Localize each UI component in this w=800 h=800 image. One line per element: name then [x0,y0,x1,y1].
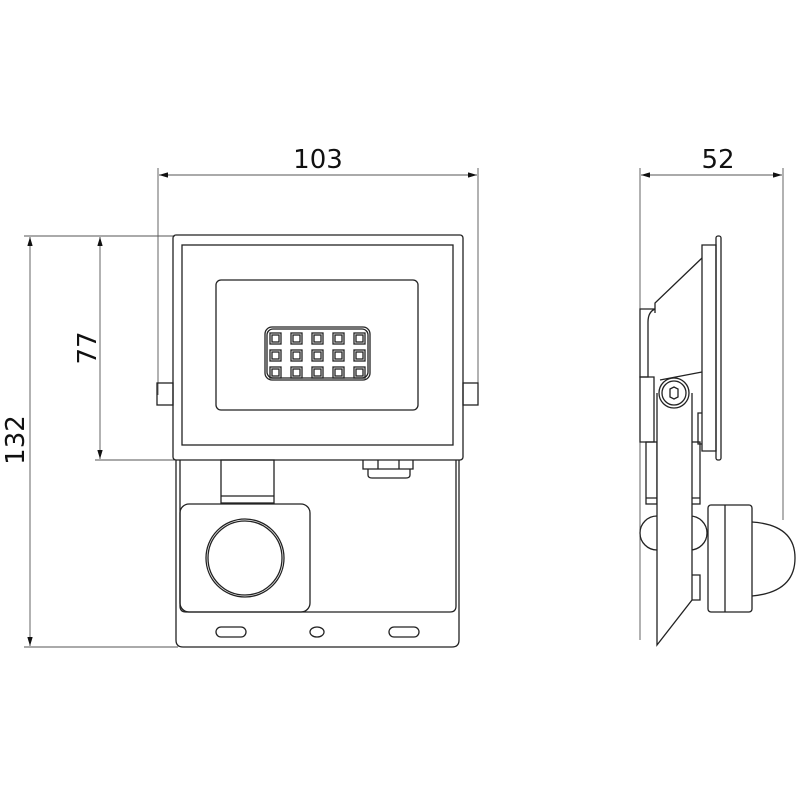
led-chip [311,366,324,379]
led-chip [290,349,303,362]
led-chip [355,334,364,343]
dimension-head-height: 77 [73,237,178,461]
led-chip [313,334,322,343]
led-chip [334,368,343,377]
led-chip [332,332,345,345]
dimension-width-label: 103 [293,145,343,175]
led-chip [311,349,324,362]
led-chip [290,366,303,379]
front-view [156,234,479,648]
led-chip [332,366,345,379]
led-chip [353,332,366,345]
led-chip [269,349,282,362]
led-chip [355,368,364,377]
led-chip [332,349,345,362]
led-chip [334,351,343,360]
led-chip [311,332,324,345]
dimension-total-height: 132 [1,235,178,648]
led-chip [269,332,282,345]
led-chip [292,368,301,377]
led-chip [355,351,364,360]
led-chip [290,332,303,345]
led-chip [271,351,280,360]
led-chip [353,366,366,379]
dimension-depth: 52 [639,145,784,640]
led-chip [334,334,343,343]
led-chip [271,334,280,343]
led-chip [292,334,301,343]
led-chip [269,366,282,379]
led-chip [313,351,322,360]
led-chip [292,351,301,360]
led-chip [271,368,280,377]
dimension-head-height-label: 77 [73,331,103,364]
side-view [639,235,796,647]
dimension-depth-label: 52 [701,145,734,175]
led-chip [353,349,366,362]
dimension-total-height-label: 132 [1,415,31,465]
dimension-width: 103 [157,145,479,395]
led-chip [313,368,322,377]
led-array [269,332,366,379]
